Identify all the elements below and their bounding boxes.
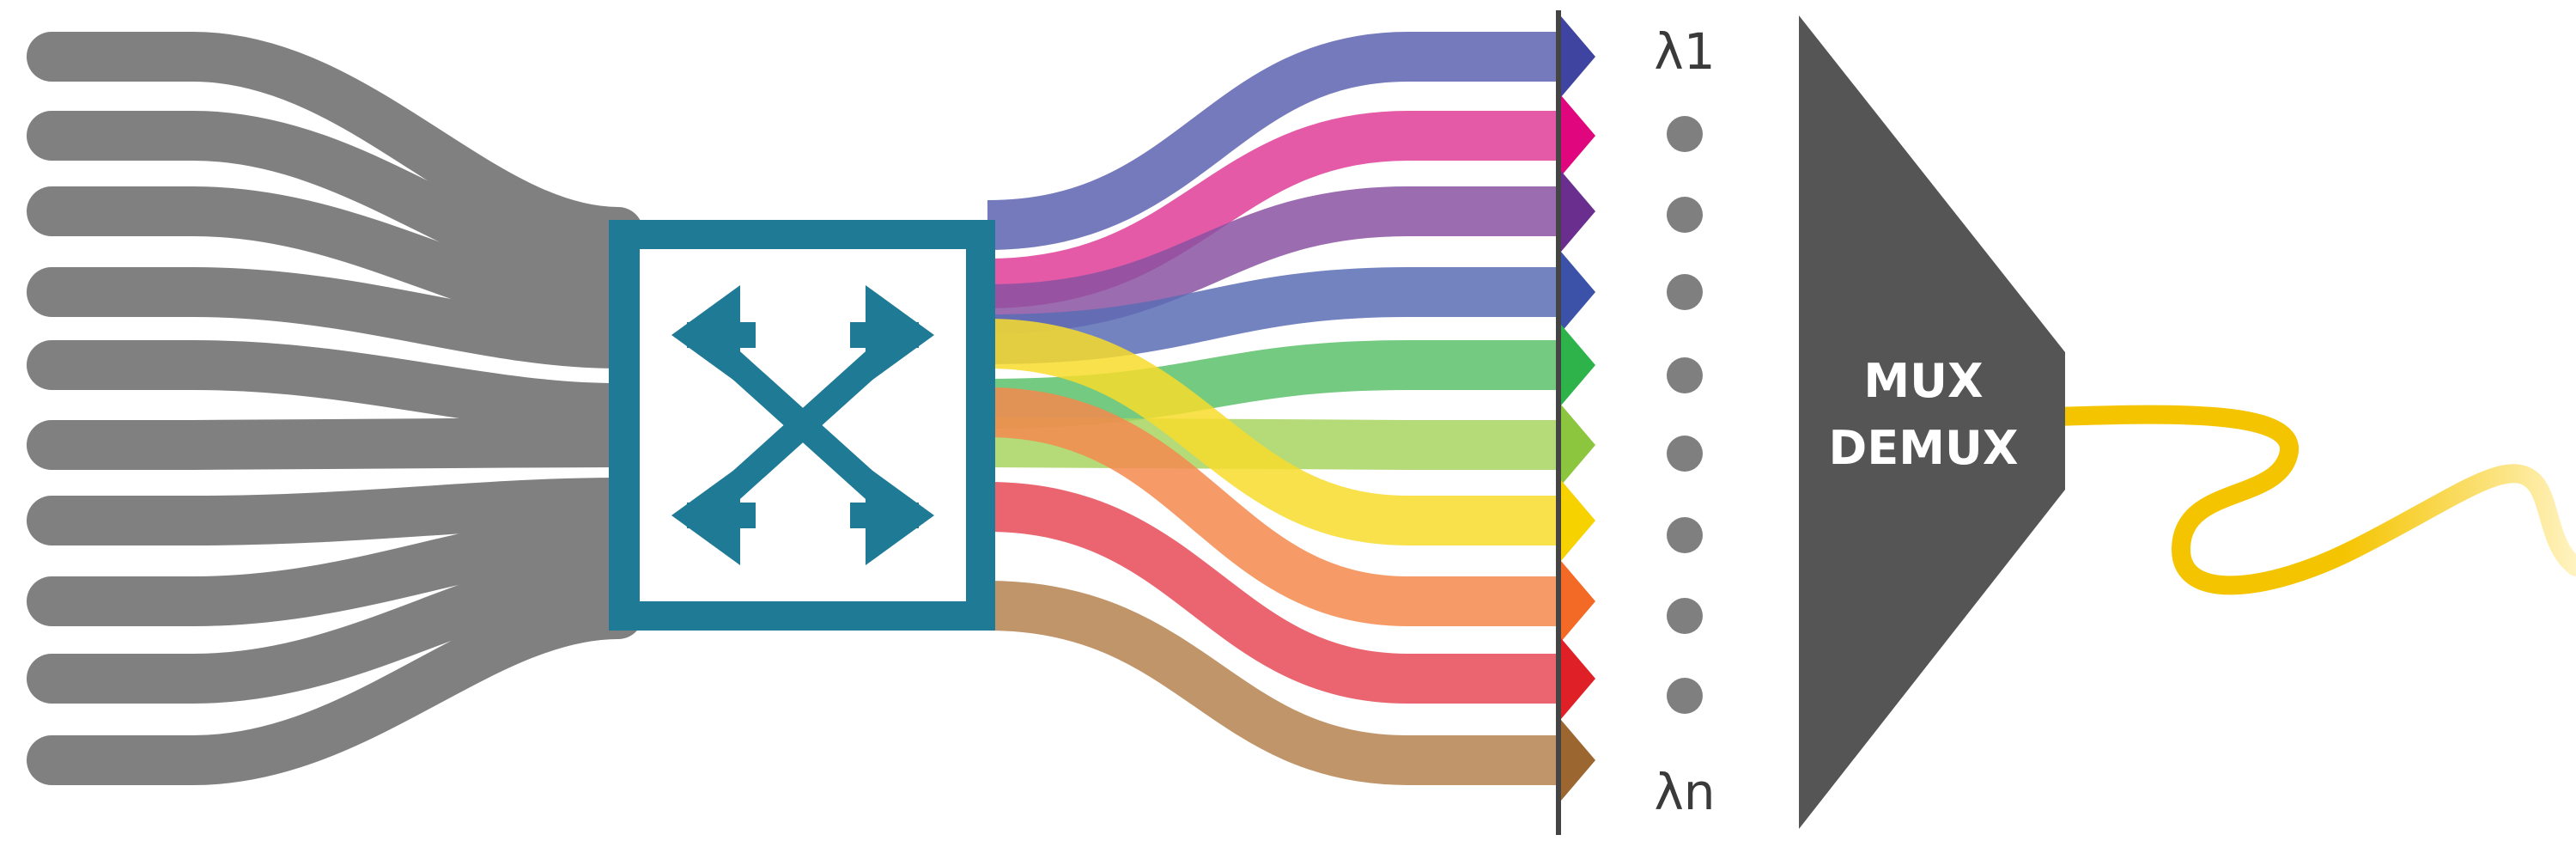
- input-fiber: [27, 478, 643, 545]
- channel-arrowhead: [1556, 632, 1595, 725]
- channel-arrowheads: [1556, 10, 1595, 807]
- lambda-last-label: λn: [1654, 763, 1715, 821]
- channel-end-divider: [1556, 10, 1561, 835]
- channel-arrowhead: [1556, 10, 1595, 103]
- input-fiber: [27, 589, 643, 785]
- wavelength-channel: [987, 387, 1558, 626]
- wavelength-channel: [987, 482, 1558, 704]
- channel-arrowhead: [1556, 165, 1595, 258]
- optical-fiber-cable: [2047, 405, 2576, 595]
- input-fiber: [27, 512, 643, 626]
- input-fiber: [27, 32, 643, 257]
- mux-demux-block: MUX DEMUX: [1799, 15, 2065, 829]
- wavelength-dot: [1667, 116, 1703, 152]
- input-fiber: [27, 267, 643, 369]
- wavelength-dot: [1667, 436, 1703, 472]
- demux-label: DEMUX: [1829, 421, 2019, 475]
- input-fiber: [27, 551, 643, 704]
- wavelength-dot: [1667, 357, 1703, 393]
- wavelength-dot: [1667, 197, 1703, 233]
- switch-arrowheads: [671, 285, 934, 565]
- wavelength-channel: [987, 186, 1558, 334]
- input-fiber-bundle: [27, 32, 643, 785]
- wavelength-channel: [987, 581, 1558, 785]
- mux-demux-triangle: [1799, 15, 2065, 829]
- channel-arrowhead: [1556, 89, 1595, 182]
- wavelength-dot: [1667, 274, 1703, 310]
- lambda-first-label: λ1: [1654, 22, 1715, 81]
- channel-arrowhead: [1556, 399, 1595, 491]
- wavelength-channel: [987, 319, 1558, 545]
- input-fiber: [27, 186, 643, 334]
- wavelength-dot: [1667, 517, 1703, 553]
- input-fiber: [27, 111, 643, 296]
- input-fiber: [27, 340, 643, 433]
- optical-switch: [609, 220, 995, 631]
- wavelength-dots: [1667, 116, 1703, 714]
- wavelength-channel: [987, 32, 1558, 250]
- wavelength-dot: [1667, 678, 1703, 714]
- mux-label: MUX: [1863, 354, 1983, 408]
- channel-arrowhead: [1556, 474, 1595, 567]
- wavelength-channel: [987, 111, 1558, 308]
- channel-arrowhead: [1556, 714, 1595, 807]
- wavelength-channels: [987, 32, 1558, 785]
- channel-arrowhead: [1556, 555, 1595, 648]
- wavelength-dot: [1667, 598, 1703, 634]
- channel-arrowhead: [1556, 319, 1595, 411]
- channel-arrowhead: [1556, 246, 1595, 338]
- input-fiber: [27, 417, 643, 470]
